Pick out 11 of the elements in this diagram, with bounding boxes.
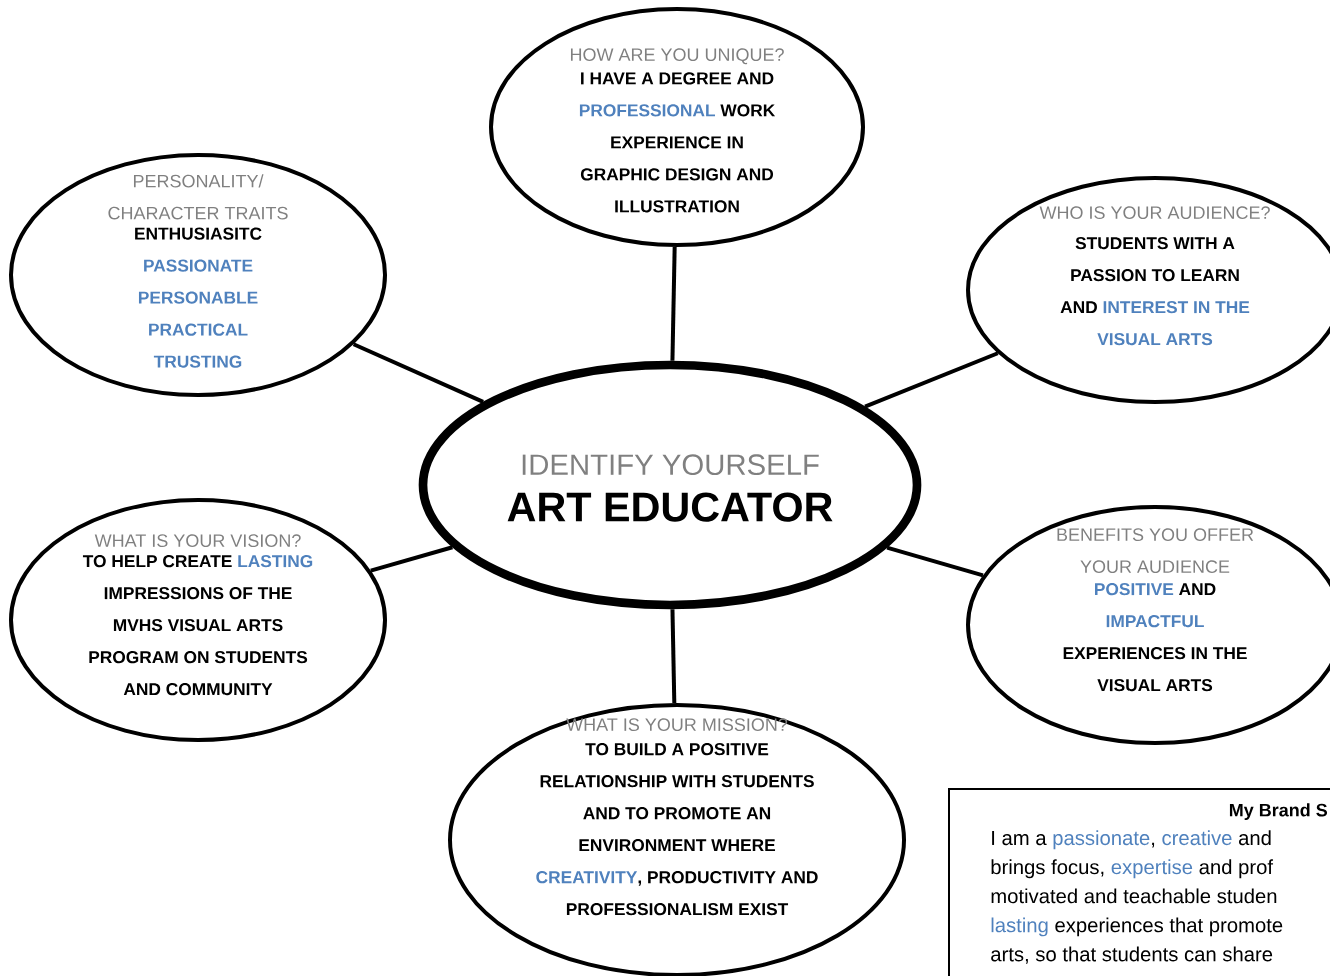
statement-box: My Brand S I am a passionate, creative and brings focus, expertise and prof motivated and teachable studen lasting experiences that promote arts, so that students can share (948, 788, 1330, 976)
topic-oval: PERSONALITY/ CHARACTER TRAITS ENTHUSIASITC PASSIONATE PERSONABLE PRACTICAL TRUSTING (9, 153, 387, 397)
connector-line (352, 342, 484, 404)
connector-line (670, 609, 677, 704)
topic-oval: WHAT IS YOUR VISION? TO HELP CREATE LASTING IMPRESSIONS OF THE MVHS VISUAL ARTS PROGRAM ON STUDENTS AND COMMUNITY (9, 498, 387, 742)
connector-line (864, 351, 999, 409)
connector-line (670, 246, 677, 361)
connector-line (370, 545, 453, 573)
central-oval: IDENTIFY YOURSELF ART EDUCATOR (418, 360, 922, 610)
connector-line (886, 545, 984, 578)
topic-oval: HOW ARE YOU UNIQUE? I HAVE A DEGREE AND PROFESSIONAL WORK EXPERIENCE IN GRAPHIC DESIGN AND ILLUSTRATION (489, 7, 865, 247)
